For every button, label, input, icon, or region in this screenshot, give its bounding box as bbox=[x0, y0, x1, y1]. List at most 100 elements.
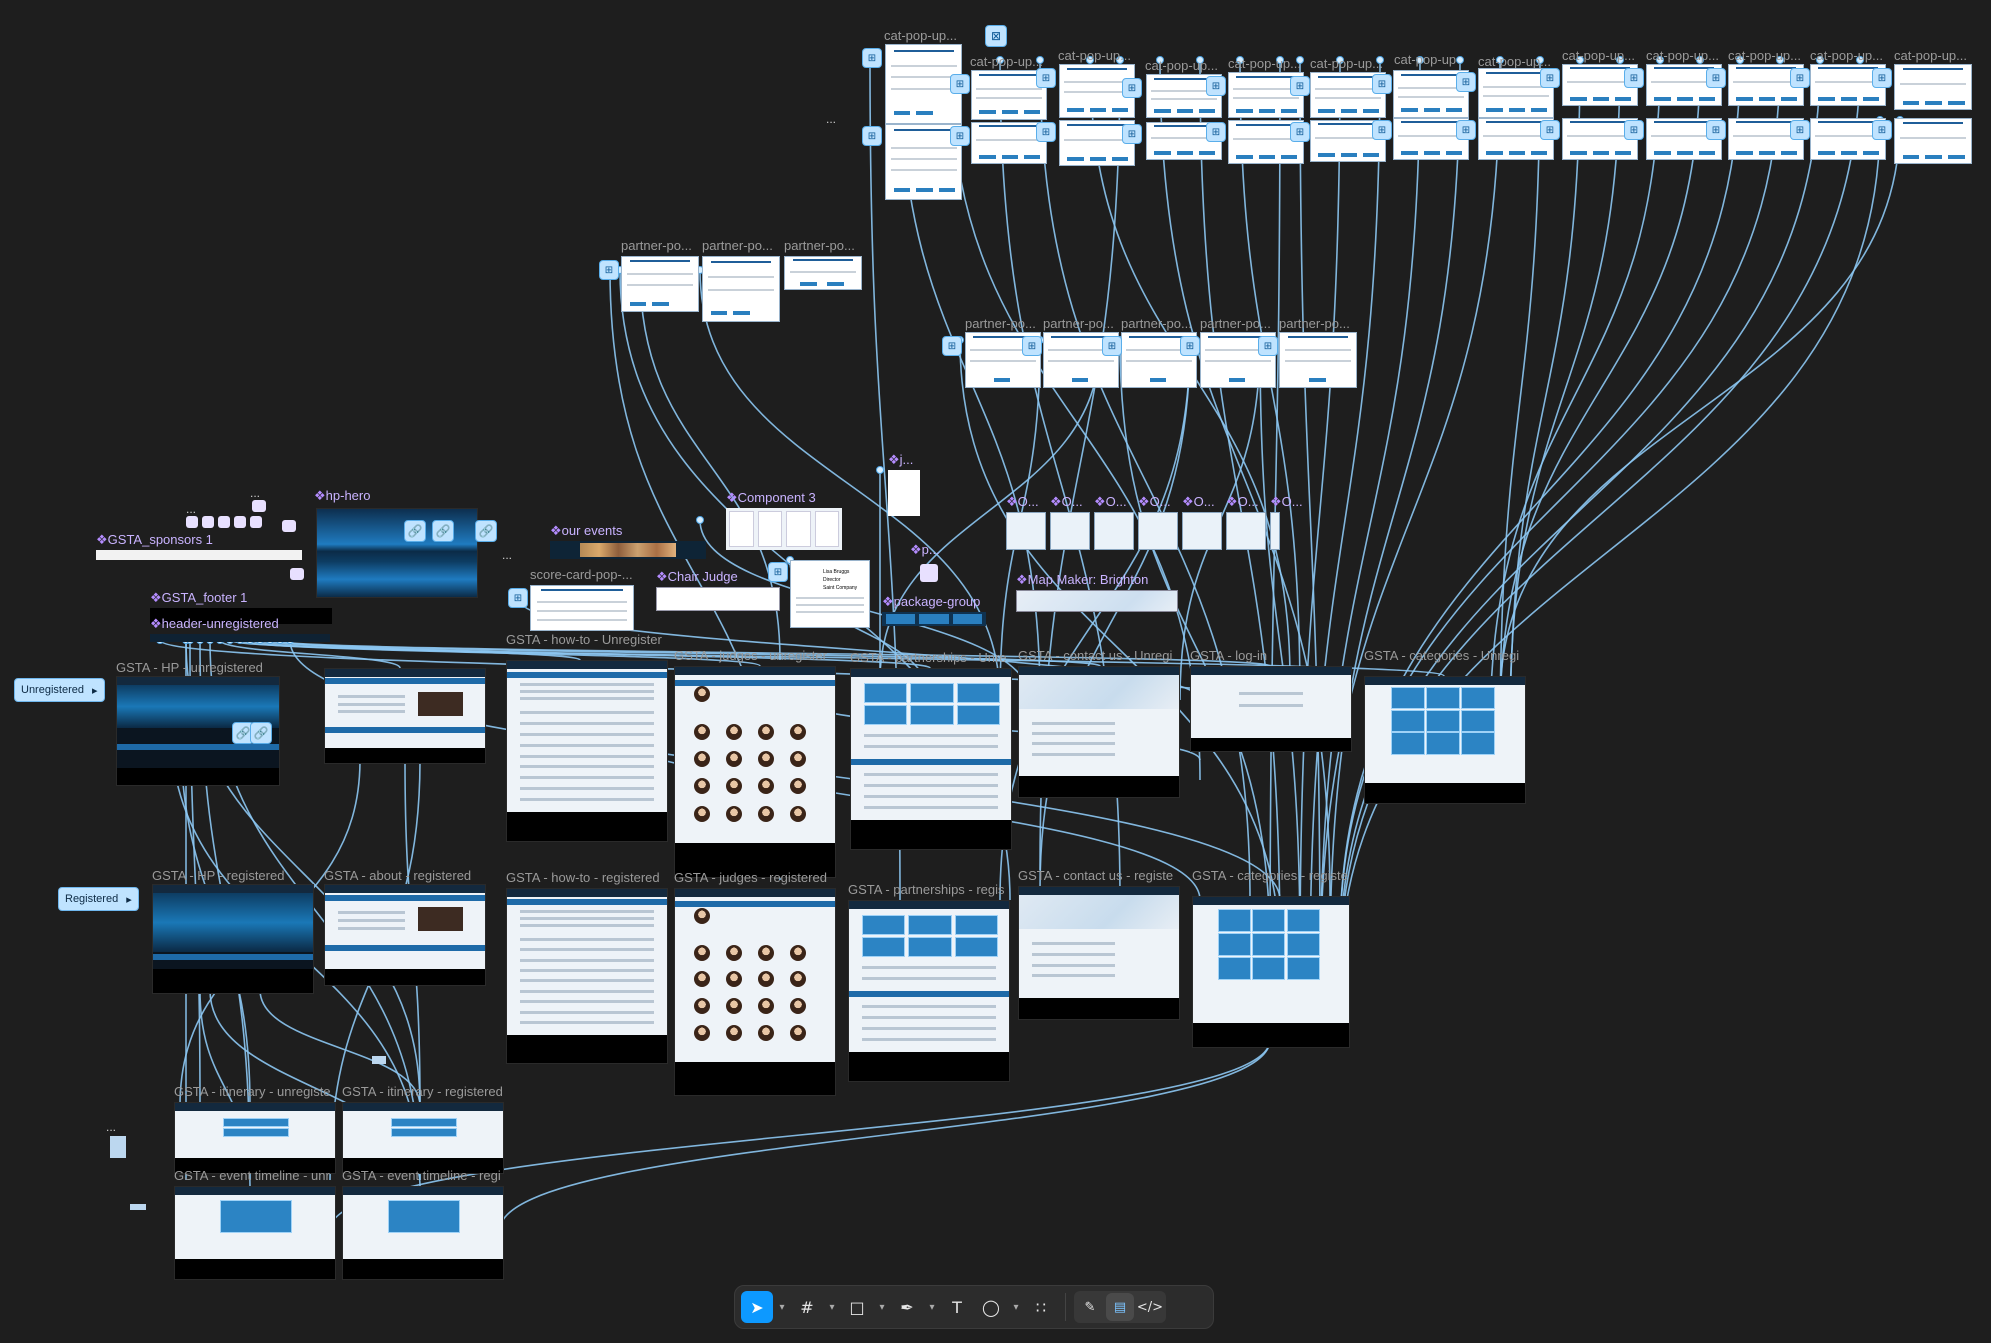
option-component[interactable] bbox=[1094, 512, 1134, 550]
frame-label-partner-popup[interactable]: partner-po... bbox=[1279, 316, 1350, 331]
frame-itinerary-registered[interactable] bbox=[342, 1102, 504, 1174]
frame-label-cat-popup[interactable]: cat-pop-up... bbox=[1562, 48, 1635, 63]
prototype-start-handle[interactable] bbox=[1372, 120, 1392, 140]
frame-label-partner-popup[interactable]: partner-po... bbox=[784, 238, 855, 253]
frame-label[interactable]: GSTA - categories - Unregi bbox=[1364, 648, 1520, 663]
frame-categories-registered[interactable] bbox=[1192, 896, 1350, 1048]
frame-label[interactable]: GSTA - HP - registered bbox=[152, 868, 285, 883]
component-label[interactable]: O... bbox=[1270, 494, 1303, 510]
prototype-start-handle[interactable] bbox=[1372, 74, 1392, 94]
our-events-component[interactable] bbox=[550, 541, 706, 559]
comment-tool-button[interactable]: ◯ bbox=[975, 1291, 1007, 1323]
option-component[interactable] bbox=[1006, 512, 1046, 550]
option-component[interactable] bbox=[1270, 512, 1280, 550]
option-component[interactable] bbox=[1050, 512, 1090, 550]
frame-label-partner-popup[interactable]: partner-po... bbox=[1121, 316, 1192, 331]
frame-label[interactable]: GSTA - partnerships - regis bbox=[848, 882, 1005, 897]
frame-judges-registered[interactable] bbox=[674, 888, 836, 1096]
prototype-start-handle[interactable] bbox=[1624, 120, 1644, 140]
prototype-start-handle[interactable] bbox=[1540, 120, 1560, 140]
frame-label-cat-popup[interactable]: cat-pop-up... bbox=[1646, 48, 1719, 63]
frame-label-cat-popup[interactable]: cat-pop-up... bbox=[1728, 48, 1801, 63]
prototype-start-handle[interactable] bbox=[1258, 336, 1278, 356]
frame-label-cat-popup[interactable]: cat-pop-up... bbox=[1058, 48, 1131, 63]
option-component[interactable] bbox=[1182, 512, 1222, 550]
connection-node[interactable] bbox=[696, 516, 704, 524]
component-label[interactable]: GSTA_footer 1 bbox=[150, 590, 248, 606]
prototype-connection[interactable] bbox=[1259, 339, 1301, 951]
frame-categories-unregistered[interactable] bbox=[1364, 676, 1526, 804]
prototype-connection[interactable] bbox=[1119, 339, 1271, 951]
chevron-down-icon[interactable]: ▾ bbox=[1013, 1301, 1019, 1313]
frame-contact-unregistered[interactable] bbox=[1018, 666, 1180, 798]
prototype-connection[interactable] bbox=[1339, 59, 1781, 941]
frame-event-timeline-unregistered[interactable] bbox=[174, 1186, 336, 1280]
prototype-start-handle[interactable] bbox=[1872, 68, 1892, 88]
prototype-start-handle[interactable] bbox=[1036, 122, 1056, 142]
prototype-start-handle[interactable] bbox=[1022, 336, 1042, 356]
component-label[interactable]: O... bbox=[1094, 494, 1127, 510]
prototype-start-handle[interactable] bbox=[942, 336, 962, 356]
prototype-start-handle[interactable] bbox=[599, 260, 619, 280]
prototype-connection[interactable] bbox=[1319, 59, 1421, 991]
cat-popup-frame[interactable] bbox=[1894, 118, 1972, 164]
prototype-start-handle[interactable] bbox=[1456, 72, 1476, 92]
component-label[interactable]: hp-hero bbox=[314, 488, 371, 504]
prototype-connection[interactable] bbox=[1489, 59, 1661, 731]
judge-popup-frame[interactable]: Lisa Bruggs Director Saint Company bbox=[790, 560, 870, 628]
flow-start-unregistered[interactable]: Unregistered ▸ bbox=[14, 678, 105, 702]
prototype-start-handle[interactable] bbox=[1036, 68, 1056, 88]
prototype-start-handle[interactable] bbox=[768, 562, 788, 582]
cat-popup-frame[interactable] bbox=[971, 122, 1047, 164]
prototype-connection[interactable] bbox=[999, 339, 1191, 901]
prototype-start-handle[interactable] bbox=[1180, 336, 1200, 356]
component-label[interactable]: O... bbox=[1226, 494, 1259, 510]
frame-itinerary-unregistered[interactable] bbox=[174, 1102, 336, 1174]
frame-howto-unregistered[interactable] bbox=[506, 660, 668, 842]
score-card-popup-frame[interactable] bbox=[530, 585, 634, 631]
component-label[interactable]: package-group bbox=[882, 594, 981, 610]
frame-hp-registered[interactable] bbox=[152, 884, 314, 994]
header-component[interactable] bbox=[150, 634, 330, 642]
dev-mode-button[interactable]: </> bbox=[1136, 1293, 1164, 1321]
prototype-connection[interactable] bbox=[1499, 119, 1901, 701]
frame-partnerships-registered[interactable] bbox=[848, 900, 1010, 1082]
prototype-mode-button[interactable]: ▤ bbox=[1106, 1293, 1134, 1321]
frame-label-partner-popup[interactable]: partner-po... bbox=[702, 238, 773, 253]
prototype-start-handle[interactable] bbox=[1122, 124, 1142, 144]
prototype-start-handle[interactable] bbox=[1706, 120, 1726, 140]
frame-label-partner-popup[interactable]: partner-po... bbox=[1200, 316, 1271, 331]
flow-start-registered[interactable]: Registered ▸ bbox=[58, 887, 139, 911]
component-label[interactable]: j... bbox=[888, 452, 914, 468]
prototype-start-handle[interactable] bbox=[862, 48, 882, 68]
partner-popup-frame[interactable] bbox=[1279, 332, 1357, 388]
frame-label-cat-popup[interactable]: cat-pop-up... bbox=[1228, 56, 1301, 71]
prototype-connection[interactable] bbox=[1499, 59, 1541, 741]
prototype-start-handle[interactable] bbox=[1206, 76, 1226, 96]
thumbnail-component[interactable] bbox=[372, 1056, 386, 1064]
prototype-start-handle[interactable] bbox=[950, 126, 970, 146]
link-icon[interactable]: 🔗 bbox=[475, 520, 497, 542]
frame-label-cat-popup[interactable]: cat-pop-up... bbox=[970, 54, 1043, 69]
prototype-connection[interactable] bbox=[1339, 119, 1881, 981]
thumbnail-component[interactable] bbox=[110, 1136, 126, 1158]
prototype-connection[interactable] bbox=[1299, 59, 1321, 961]
prototype-start-handle[interactable] bbox=[862, 126, 882, 146]
prototype-start-handle[interactable] bbox=[1290, 76, 1310, 96]
component-label[interactable]: O... bbox=[1138, 494, 1171, 510]
prototype-connection[interactable] bbox=[1339, 59, 1821, 961]
pen-tool-button[interactable]: ✒ bbox=[891, 1291, 923, 1323]
frame-label[interactable]: GSTA - HP - unregistered bbox=[116, 660, 263, 675]
actions-tool-button[interactable]: ∷ bbox=[1025, 1291, 1057, 1323]
prototype-connection[interactable] bbox=[1299, 59, 1341, 961]
prototype-connection[interactable] bbox=[1329, 59, 1461, 961]
frame-label-cat-popup[interactable]: cat-pop-up... bbox=[1478, 54, 1551, 69]
component-label[interactable]: header-unregistered bbox=[150, 616, 279, 632]
component-label[interactable]: p... bbox=[910, 542, 940, 558]
link-icon[interactable]: 🔗 bbox=[404, 520, 426, 542]
prototype-connection[interactable] bbox=[1319, 59, 1501, 981]
text-tool-button[interactable]: T bbox=[941, 1291, 973, 1323]
component-label[interactable]: O... bbox=[1182, 494, 1215, 510]
frame-about-registered[interactable] bbox=[324, 884, 486, 986]
